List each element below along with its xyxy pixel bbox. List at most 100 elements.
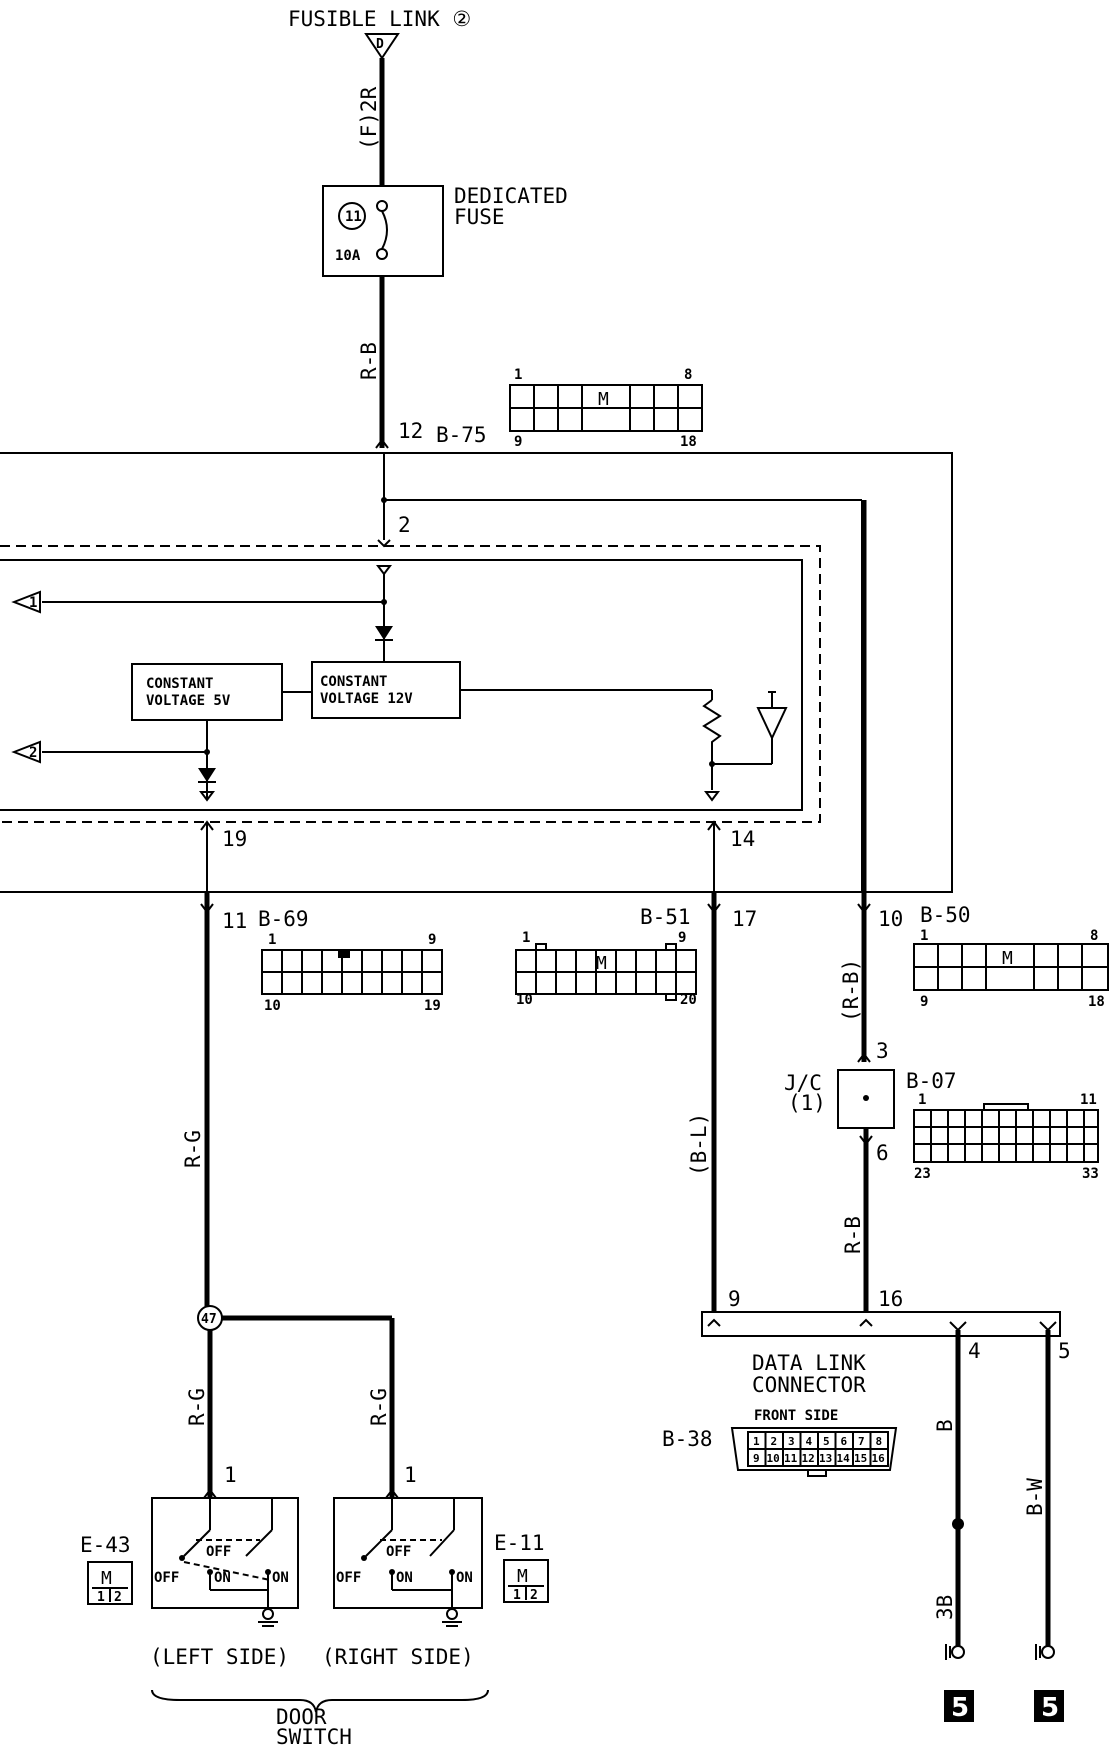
pin-arrow-14 — [707, 820, 721, 831]
connector-b75-face — [509, 384, 703, 432]
pin-arrow-e43 — [203, 1488, 217, 1499]
ground-ref-3b: 3B — [933, 1595, 957, 1620]
b38-pin-label: 11 — [784, 1452, 798, 1465]
door-right-side: (RIGHT SIDE) — [322, 1645, 474, 1669]
wire-label-b69: R-G — [181, 1130, 205, 1168]
connector-b75-id: B-75 — [436, 423, 487, 447]
connector-e11-face — [503, 1559, 549, 1603]
b38-pin-label: 1 — [753, 1435, 760, 1448]
b50-pin-br: 18 — [1088, 994, 1105, 1010]
ref-triangle-1-icon — [11, 590, 41, 614]
door-title-2: SWITCH — [276, 1725, 352, 1748]
pin-b69: 11 — [222, 909, 247, 933]
connector-b51-face — [515, 943, 697, 1001]
constant-voltage-5v-block — [131, 663, 283, 721]
b51-pin-bl: 10 — [516, 992, 533, 1008]
fuse-label-1: DEDICATED — [454, 184, 568, 208]
e43-pin-1: 1 — [97, 1590, 105, 1605]
door-switch-brace — [151, 1689, 489, 1713]
module-dashed-box — [0, 545, 821, 823]
pin-b75: 12 — [398, 419, 423, 443]
splice-47: 47 — [201, 1312, 217, 1327]
fuse-number: 11 — [345, 209, 362, 225]
wire-label-ground-4: B — [933, 1419, 957, 1432]
connector-b50-id: B-50 — [920, 903, 971, 927]
fusible-link-label: FUSIBLE LINK ② — [288, 7, 471, 31]
b38-pin-label: 6 — [841, 1435, 848, 1448]
wire-label-ground-5: B-W — [1023, 1478, 1047, 1516]
left-switch-on: ON — [214, 1570, 231, 1586]
ref-triangle-2-icon — [11, 740, 41, 764]
terminal-triangle-icon — [364, 33, 400, 60]
b38-pin-label: 15 — [854, 1452, 867, 1465]
b07-pin-tl: 1 — [918, 1092, 926, 1108]
connector-e11-id: E-11 — [494, 1531, 545, 1555]
pin-b50: 10 — [878, 907, 903, 931]
left-switch-ground-icon — [258, 1608, 278, 1627]
fuse-label-2: FUSE — [454, 205, 505, 229]
right-switch-on: ON — [396, 1570, 413, 1586]
dlc-arrow-5 — [1039, 1321, 1057, 1332]
b75-pin-br: 18 — [680, 434, 697, 450]
transistor-buffer-icon — [756, 707, 788, 741]
pin-e11: 1 — [404, 1463, 417, 1487]
connector-b51-id: B-51 — [640, 905, 691, 929]
b75-pin-tl: 1 — [514, 367, 522, 383]
dlc-pin-16: 16 — [878, 1287, 903, 1311]
b38-pin-label: 9 — [753, 1452, 760, 1465]
b38-pin-cell — [869, 1448, 889, 1467]
ground-symbol-b-icon — [1035, 1644, 1055, 1660]
ground-point-b: 5 — [1041, 1693, 1059, 1723]
data-link-connector-bar — [701, 1311, 1061, 1337]
fuse-element-icon — [381, 210, 388, 250]
connector-b07-id: B-07 — [906, 1069, 957, 1093]
b51-pin-tr: 9 — [678, 930, 686, 946]
ground-symbol-a-icon — [945, 1644, 965, 1660]
pin-arrow-jc-in — [857, 1052, 871, 1063]
dlc-label-2: CONNECTOR — [752, 1373, 866, 1397]
cv12-line2: VOLTAGE 12V — [320, 691, 413, 707]
cv5-line1: CONSTANT — [146, 676, 213, 692]
b75-pin-tr: 8 — [684, 367, 692, 383]
ground-point-a: 5 — [951, 1693, 969, 1723]
b69-pin-tr: 9 — [428, 932, 436, 948]
jc-label-1: J/C — [784, 1071, 822, 1095]
b38-pin-label: 10 — [767, 1452, 780, 1465]
wire-label-b50: (R-B) — [839, 959, 863, 1022]
wire-label-fuse-out: R-B — [357, 342, 381, 380]
ground-arrow-5v-icon — [199, 791, 215, 802]
b50-marker-icon: M — [1002, 948, 1013, 969]
fuse-number-circle-icon — [338, 202, 366, 230]
b38-pin-label: 7 — [858, 1435, 865, 1448]
b38-pin-label: 16 — [872, 1452, 886, 1465]
left-switch-on-right: ON — [272, 1570, 289, 1586]
dlc-pin-9: 9 — [728, 1287, 741, 1311]
e11-pin-2: 2 — [530, 1588, 538, 1603]
b07-pin-bl: 23 — [914, 1166, 931, 1182]
pin-arrow-e11 — [385, 1488, 399, 1499]
b75-pin-bl: 9 — [514, 434, 522, 450]
module-outer-box — [0, 452, 953, 893]
cv12-line1: CONSTANT — [320, 674, 387, 690]
dlc-pin-5: 5 — [1058, 1339, 1071, 1363]
b50-pin-tl: 1 — [920, 928, 928, 944]
b51-marker-icon: M — [596, 953, 607, 974]
cv5-line2: VOLTAGE 5V — [146, 693, 231, 709]
right-switch-on-right: ON — [456, 1570, 473, 1586]
b38-pin-label: 2 — [771, 1435, 778, 1448]
left-switch-off-upper: OFF — [206, 1544, 231, 1560]
e11-pin-1: 1 — [513, 1588, 521, 1603]
wire-label-b51: (B-L) — [687, 1113, 711, 1176]
pin-arrow-b75 — [375, 438, 389, 449]
diode-icon — [375, 626, 393, 640]
b38-pin-label: 4 — [806, 1435, 813, 1448]
b38-key — [807, 1469, 827, 1477]
pin-internal: 2 — [398, 513, 411, 537]
right-switch-ground-icon — [442, 1608, 462, 1627]
ground-point-b-badge — [1034, 1690, 1064, 1722]
wire-label-branch-left: R-G — [185, 1388, 209, 1426]
pin-jc-out: 6 — [876, 1141, 889, 1165]
wire-label-branch-right: R-G — [367, 1388, 391, 1426]
b69-pin-br: 19 — [424, 998, 441, 1014]
connector-e43-id: E-43 — [80, 1533, 131, 1557]
